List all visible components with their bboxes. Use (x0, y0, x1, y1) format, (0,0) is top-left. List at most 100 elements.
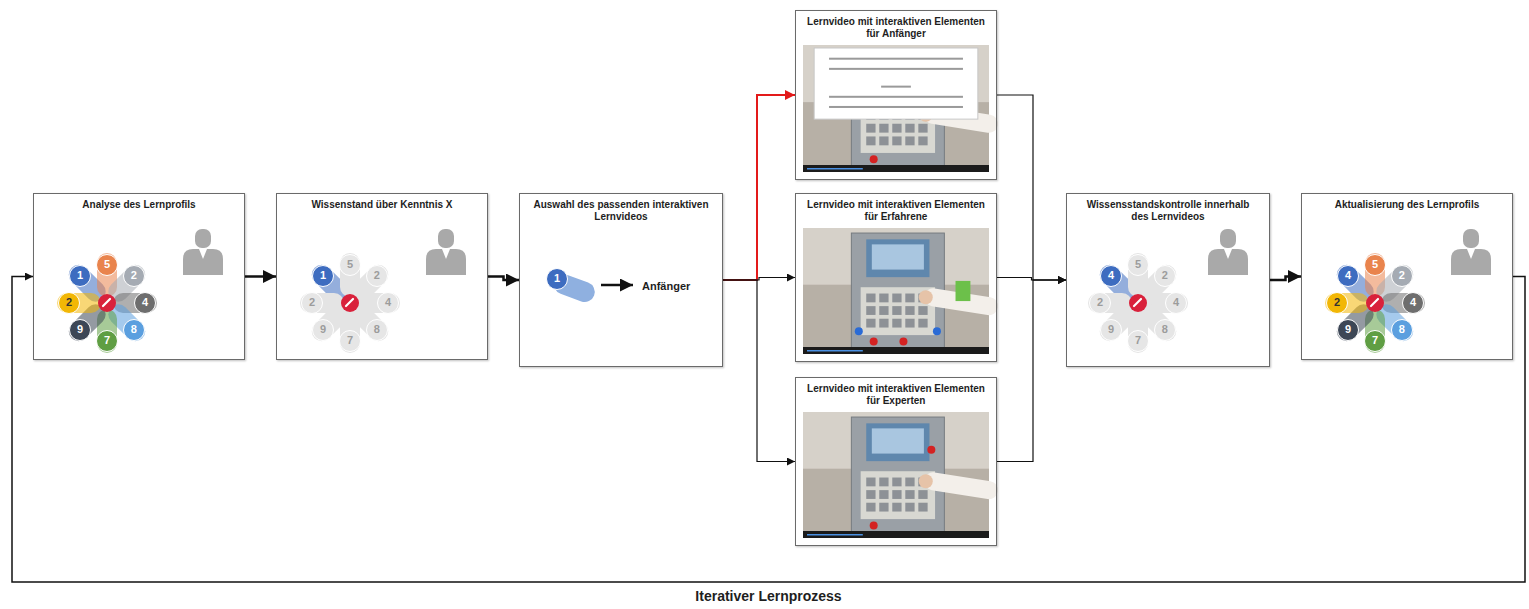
person-head (438, 229, 454, 248)
callout-number: 5 (96, 254, 118, 276)
callout-number: 2 (366, 265, 388, 287)
box-heading: Aktualisierung des Lernprofils (1302, 194, 1512, 211)
machine-key (892, 306, 901, 315)
video-box: Lernvideo mit interaktiven Elementen für… (795, 10, 997, 180)
video-controls (803, 165, 989, 172)
machine-key (918, 503, 927, 512)
machine-key (892, 294, 901, 303)
interactive-marker (927, 446, 935, 454)
machine-key (879, 503, 888, 512)
flower-petal (1325, 293, 1369, 313)
selection-arrow (601, 284, 633, 287)
center-symbol (346, 299, 353, 306)
callout-number: 9 (1100, 319, 1122, 341)
flower-petal (300, 293, 344, 313)
card-line (829, 58, 963, 60)
machine-key (918, 124, 927, 133)
callout-number: 5 (1127, 254, 1149, 276)
machine-key (879, 490, 888, 499)
person-icon (1451, 249, 1491, 275)
callout-number: 2 (1154, 265, 1176, 287)
callout-number: 7 (339, 330, 361, 352)
person-icon (426, 249, 466, 275)
machine-key (892, 136, 901, 145)
person-head (1463, 229, 1479, 248)
callout-number: 2 (301, 292, 323, 314)
node-illustration (57, 229, 223, 353)
flow-arrow (723, 280, 795, 462)
machine-screen (866, 239, 929, 277)
callout-number: 7 (1127, 330, 1149, 352)
node-illustration (1325, 229, 1491, 353)
person-collar (1224, 249, 1232, 259)
machine-key (905, 136, 914, 145)
machine-key (879, 319, 888, 328)
box-text: Anfänger (642, 279, 690, 293)
machine-key (892, 124, 901, 133)
flower-petal (57, 293, 101, 313)
center-symbol (103, 299, 110, 306)
emergency-button (870, 337, 878, 345)
person-head (1220, 229, 1236, 248)
machine-key (879, 294, 888, 303)
machine-key (905, 124, 914, 133)
callout-number: 7 (96, 330, 118, 352)
emergency-button (870, 521, 878, 529)
callout-number: 9 (312, 319, 334, 341)
machine-keypad (861, 287, 935, 335)
video-controls (803, 531, 989, 538)
center-symbol (1371, 299, 1378, 306)
node-illustration (803, 228, 989, 354)
interactive-marker (899, 337, 907, 345)
interactive-marker (855, 327, 863, 335)
machine-key (892, 478, 901, 487)
flower-center (1129, 294, 1147, 312)
machine-key (866, 136, 875, 145)
machine-key (866, 478, 875, 487)
video-frame (803, 228, 989, 354)
machine-key (879, 306, 888, 315)
box-heading: Lernvideo mit interaktiven Elementen für… (796, 11, 996, 40)
machine-key (918, 136, 927, 145)
interactive-marker (956, 281, 971, 301)
box-heading: Wissenstand über Kenntnis X (277, 194, 487, 211)
callout-number: 4 (1165, 292, 1187, 314)
machine-key (918, 306, 927, 315)
callout-number: 2 (123, 265, 145, 287)
machine-key (866, 503, 875, 512)
callout-number: 2 (1391, 265, 1413, 287)
machine-key (905, 306, 914, 315)
operator-hand (919, 290, 933, 304)
edge-label: Iterativer Lernprozess (692, 588, 844, 605)
machine-key (879, 478, 888, 487)
flow-arrow (245, 275, 276, 278)
box-heading: Lernvideo mit interaktiven Elementen für… (796, 378, 996, 407)
operator-arm (933, 481, 989, 490)
person-collar (199, 249, 207, 259)
machine-key (879, 136, 888, 145)
callout-number: 8 (123, 319, 145, 341)
video-progress (807, 534, 863, 536)
video-box: Lernvideo mit interaktiven Elementen für… (795, 193, 997, 362)
emergency-button (870, 155, 878, 163)
machine-key (866, 306, 875, 315)
callout-number: 4 (377, 292, 399, 314)
info-card (814, 48, 978, 119)
box-heading: Wissensstandskontrolle innerhalb des Ler… (1067, 194, 1269, 223)
flow-arrow (723, 95, 795, 280)
video-box: Lernvideo mit interaktiven Elementen für… (795, 377, 997, 546)
machine-key (892, 490, 901, 499)
callout-number: 8 (1391, 319, 1413, 341)
interactive-marker (933, 327, 941, 335)
person-icon (183, 249, 223, 275)
node-illustration (300, 229, 466, 353)
card-line (829, 106, 963, 108)
flower-petal (1088, 293, 1132, 313)
machine-screen (866, 423, 929, 461)
flower-center (98, 294, 116, 312)
machine-key (866, 294, 875, 303)
callout-number: 4 (134, 292, 156, 314)
video-frame (803, 45, 989, 172)
